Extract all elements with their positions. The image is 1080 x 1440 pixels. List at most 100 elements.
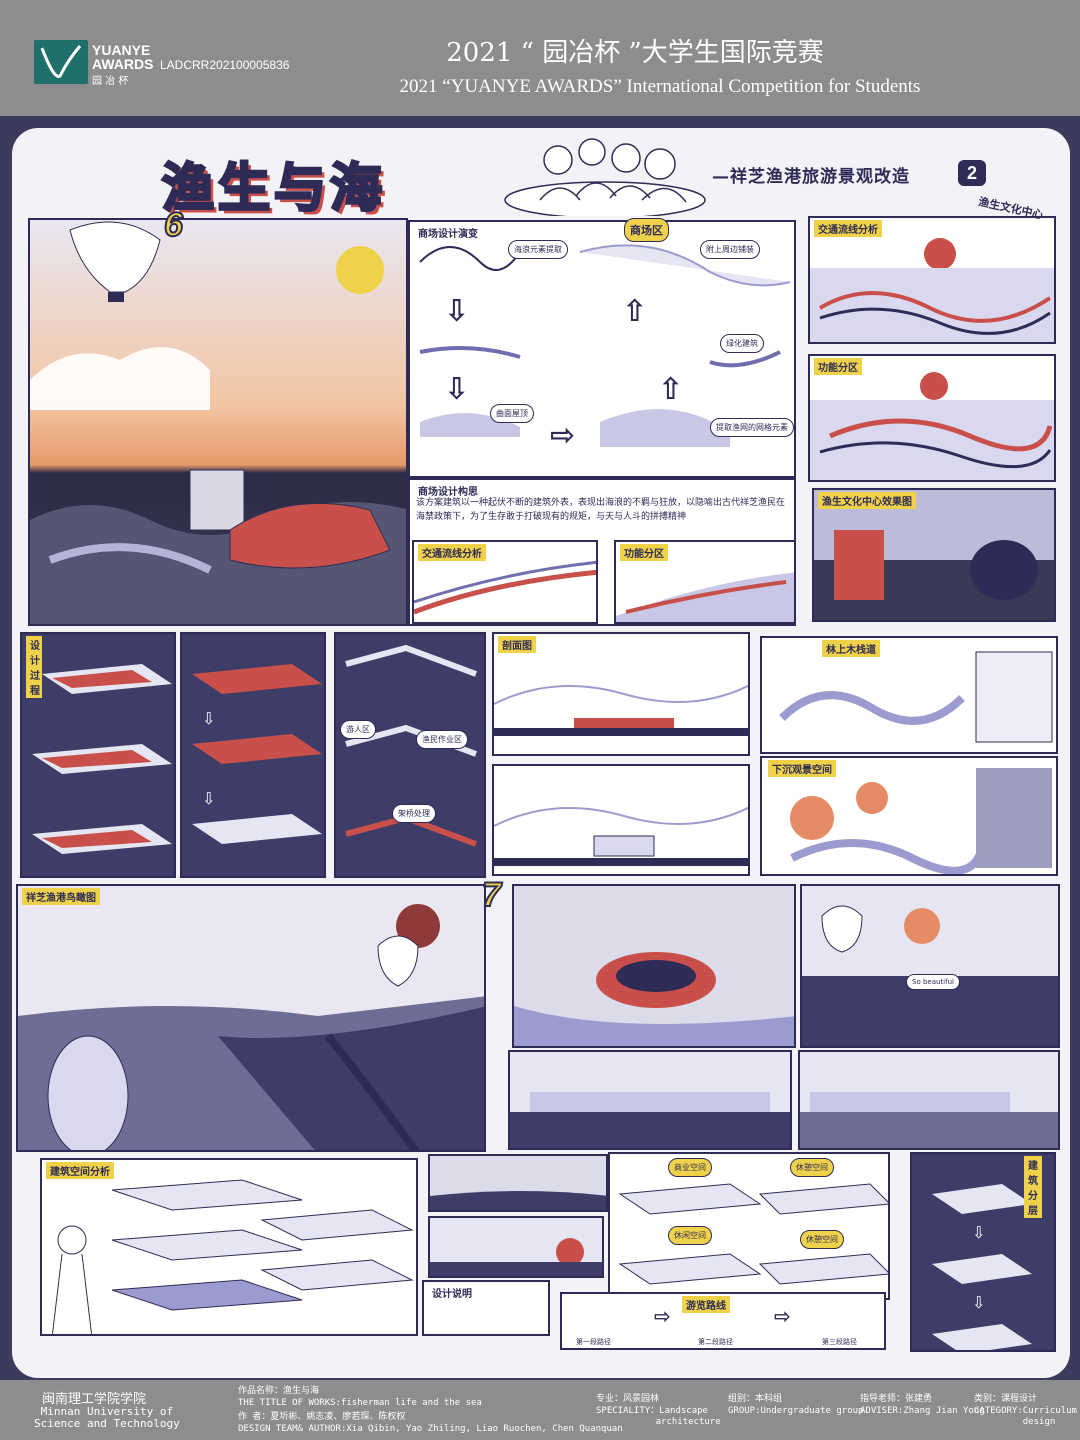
bubble-greening: 绿化建筑 bbox=[720, 334, 764, 353]
bubble-bridge: 架桥处理 bbox=[392, 804, 436, 823]
poster-subtitle: —祥芝渔港旅游景观改造 bbox=[712, 167, 910, 187]
arrow-down-icon: ⇩ bbox=[444, 372, 470, 407]
aerial-view-panel: 祥芝渔港鸟瞰图 bbox=[16, 884, 486, 1152]
concept-text: 该方案建筑以一种起伏不断的建筑外表，表现出海浪的不羁与狂放，以隐喻出古代祥芝渔民… bbox=[416, 498, 786, 522]
competition-title-cn: 2021 “ 园冶杯 ”大学生国际竞赛 bbox=[446, 38, 824, 68]
building-layers-label: 建筑分层 bbox=[1024, 1156, 1042, 1218]
flow-line-panel: 游览路线 第一段路径 第二段路径 第三段路径 ⇨ ⇨ bbox=[560, 1292, 886, 1350]
function-zoning-2-label: 功能分区 bbox=[620, 544, 668, 561]
section-panel-2 bbox=[492, 764, 750, 876]
forest-boardwalk-panel: 林上木栈道 bbox=[760, 636, 1058, 754]
work-title-cn: 作品名称：渔生与海 bbox=[238, 1386, 320, 1396]
waterfront-render-1 bbox=[510, 1052, 790, 1148]
traffic-map-2 bbox=[414, 560, 596, 615]
function-zoning-2-panel: 功能分区 bbox=[614, 540, 796, 624]
bubble-leisure-space-1: 休憩空间 bbox=[790, 1158, 834, 1177]
people-sketch bbox=[504, 138, 706, 216]
group-en: GROUP:Undergraduate group bbox=[728, 1406, 864, 1416]
design-notes-panel: 设计说明 bbox=[422, 1280, 550, 1336]
waterfront-render-2 bbox=[800, 1052, 1058, 1148]
process-diagram-2: ⇩ ⇩ bbox=[192, 664, 322, 844]
bubble-fishnet: 提取渔网的网格元素 bbox=[710, 418, 794, 437]
function-zoning-1-label: 功能分区 bbox=[814, 358, 862, 375]
function-map-2 bbox=[616, 572, 794, 622]
bubble-so-beautiful: So beautiful bbox=[906, 974, 960, 990]
competition-title-en: 2021 “YUANYE AWARDS” International Compe… bbox=[399, 76, 921, 97]
step-3-label: 第三段路径 bbox=[822, 1338, 857, 1346]
plaza-render-panel bbox=[512, 884, 796, 1048]
arrow-up-icon: ⇧ bbox=[658, 372, 684, 407]
arrow-right-icon: ⇨ bbox=[774, 1304, 791, 1328]
street-render bbox=[430, 1156, 606, 1210]
function-map-1 bbox=[810, 372, 1054, 480]
section-label: 剖面图 bbox=[498, 636, 536, 653]
arrow-right-icon: ⇨ bbox=[654, 1304, 671, 1328]
traffic-analysis-1-panel: 交通流线分析 bbox=[808, 216, 1056, 344]
sunset-render-panel bbox=[28, 218, 408, 626]
building-space-panel: 建筑空间分析 bbox=[40, 1158, 418, 1336]
design-process-panel-1: 设计过程 bbox=[20, 632, 176, 878]
registration-code: LADCRR202100005836 bbox=[160, 58, 290, 72]
speciality-cn: 专业：风景园林 bbox=[596, 1394, 660, 1404]
building-space-label: 建筑空间分析 bbox=[46, 1162, 114, 1179]
bubble-commercial-space: 商业空间 bbox=[668, 1158, 712, 1177]
traffic-analysis-1-label: 交通流线分析 bbox=[814, 220, 882, 237]
street-render-panel bbox=[428, 1154, 608, 1212]
step-2-label: 第二段路径 bbox=[698, 1338, 733, 1346]
speciality-en: SPECIALITY：Landscape architecture bbox=[596, 1406, 721, 1427]
traffic-analysis-2-label: 交通流线分析 bbox=[418, 544, 486, 561]
svg-text:⇩: ⇩ bbox=[202, 789, 215, 808]
boardwalk-render bbox=[779, 651, 1053, 743]
waterfront-render-panel-2 bbox=[798, 1050, 1060, 1150]
design-notes-label: 设计说明 bbox=[432, 1289, 472, 1300]
sunset-render bbox=[30, 220, 406, 624]
forest-boardwalk-label: 林上木栈道 bbox=[822, 640, 880, 657]
section-number-6: 6 bbox=[163, 205, 184, 245]
culture-center-effect-label: 渔生文化中心效果图 bbox=[818, 492, 916, 509]
arrow-down-icon: ⇩ bbox=[444, 294, 470, 329]
flow-line-label: 游览路线 bbox=[682, 1296, 730, 1313]
sunken-plaza-label: 下沉观景空间 bbox=[768, 760, 836, 777]
section-drawing-1 bbox=[494, 684, 748, 736]
traffic-analysis-2-panel: 交通流线分析 bbox=[412, 540, 598, 624]
function-split-diagram bbox=[618, 1183, 888, 1285]
school-name-en: Minnan University of Science and Technol… bbox=[34, 1405, 180, 1430]
bubble-leisure-space-3: 休憩空间 bbox=[800, 1230, 844, 1249]
bubble-curved-roof: 曲面屋顶 bbox=[490, 404, 534, 423]
poster: 渔生与海 —祥芝渔港旅游景观改造 2 bbox=[12, 128, 1070, 1378]
plaza-render bbox=[514, 886, 794, 1046]
logo-cn: 园 冶 杯 bbox=[92, 76, 129, 87]
section-panel-1: 剖面图 bbox=[492, 632, 750, 756]
sunken-plaza-panel: 下沉观景空间 bbox=[760, 756, 1058, 876]
process-diagram-1 bbox=[32, 664, 172, 854]
authors-en: DESIGN TEAM& AUTHOR:Xia Qibin, Yao Zhili… bbox=[238, 1424, 623, 1434]
culture-center-effect-panel: 渔生文化中心效果图 bbox=[812, 488, 1056, 622]
svg-text:⇩: ⇩ bbox=[202, 709, 215, 728]
harbor-render bbox=[802, 886, 1058, 1046]
category-cn: 类别：课程设计 bbox=[974, 1394, 1038, 1404]
svg-text:⇩: ⇩ bbox=[972, 1293, 985, 1312]
work-title-en: THE TITLE OF WORKS:fisherman life and th… bbox=[238, 1398, 482, 1408]
adviser-en: ADVISER:Zhang Jian Yong bbox=[860, 1406, 985, 1416]
aerial-render bbox=[18, 886, 484, 1150]
sunset-street-panel bbox=[428, 1216, 604, 1278]
function-zoning-1-panel: 功能分区 bbox=[808, 354, 1056, 482]
category-en: CATEGORY:Curriculum design bbox=[974, 1406, 1077, 1427]
building-layers-diagram: ⇩ ⇩ bbox=[932, 1184, 1032, 1350]
design-process-label: 设计过程 bbox=[26, 636, 42, 698]
adviser-cn: 指导老师：张建勇 bbox=[860, 1394, 933, 1404]
building-space-diagram bbox=[51, 1179, 414, 1334]
poster-title: 渔生与海 bbox=[160, 158, 387, 221]
bubble-fish-area: 渔民作业区 bbox=[416, 730, 468, 749]
harbor-render-panel: So beautiful bbox=[800, 884, 1060, 1048]
process-diagram-3 bbox=[345, 644, 478, 847]
section-drawing-2 bbox=[494, 806, 748, 866]
footer: 闽南理工学院学院 Minnan University of Science an… bbox=[0, 1380, 1080, 1440]
bubble-leisure-space-2: 休闲空间 bbox=[668, 1226, 712, 1245]
section-number-7: 7 bbox=[481, 875, 502, 915]
arrow-up-icon: ⇧ bbox=[622, 294, 648, 329]
step-1-label: 第一段路径 bbox=[576, 1338, 611, 1346]
sunken-plaza-render bbox=[790, 768, 1052, 874]
sunset-street-render bbox=[430, 1218, 602, 1276]
